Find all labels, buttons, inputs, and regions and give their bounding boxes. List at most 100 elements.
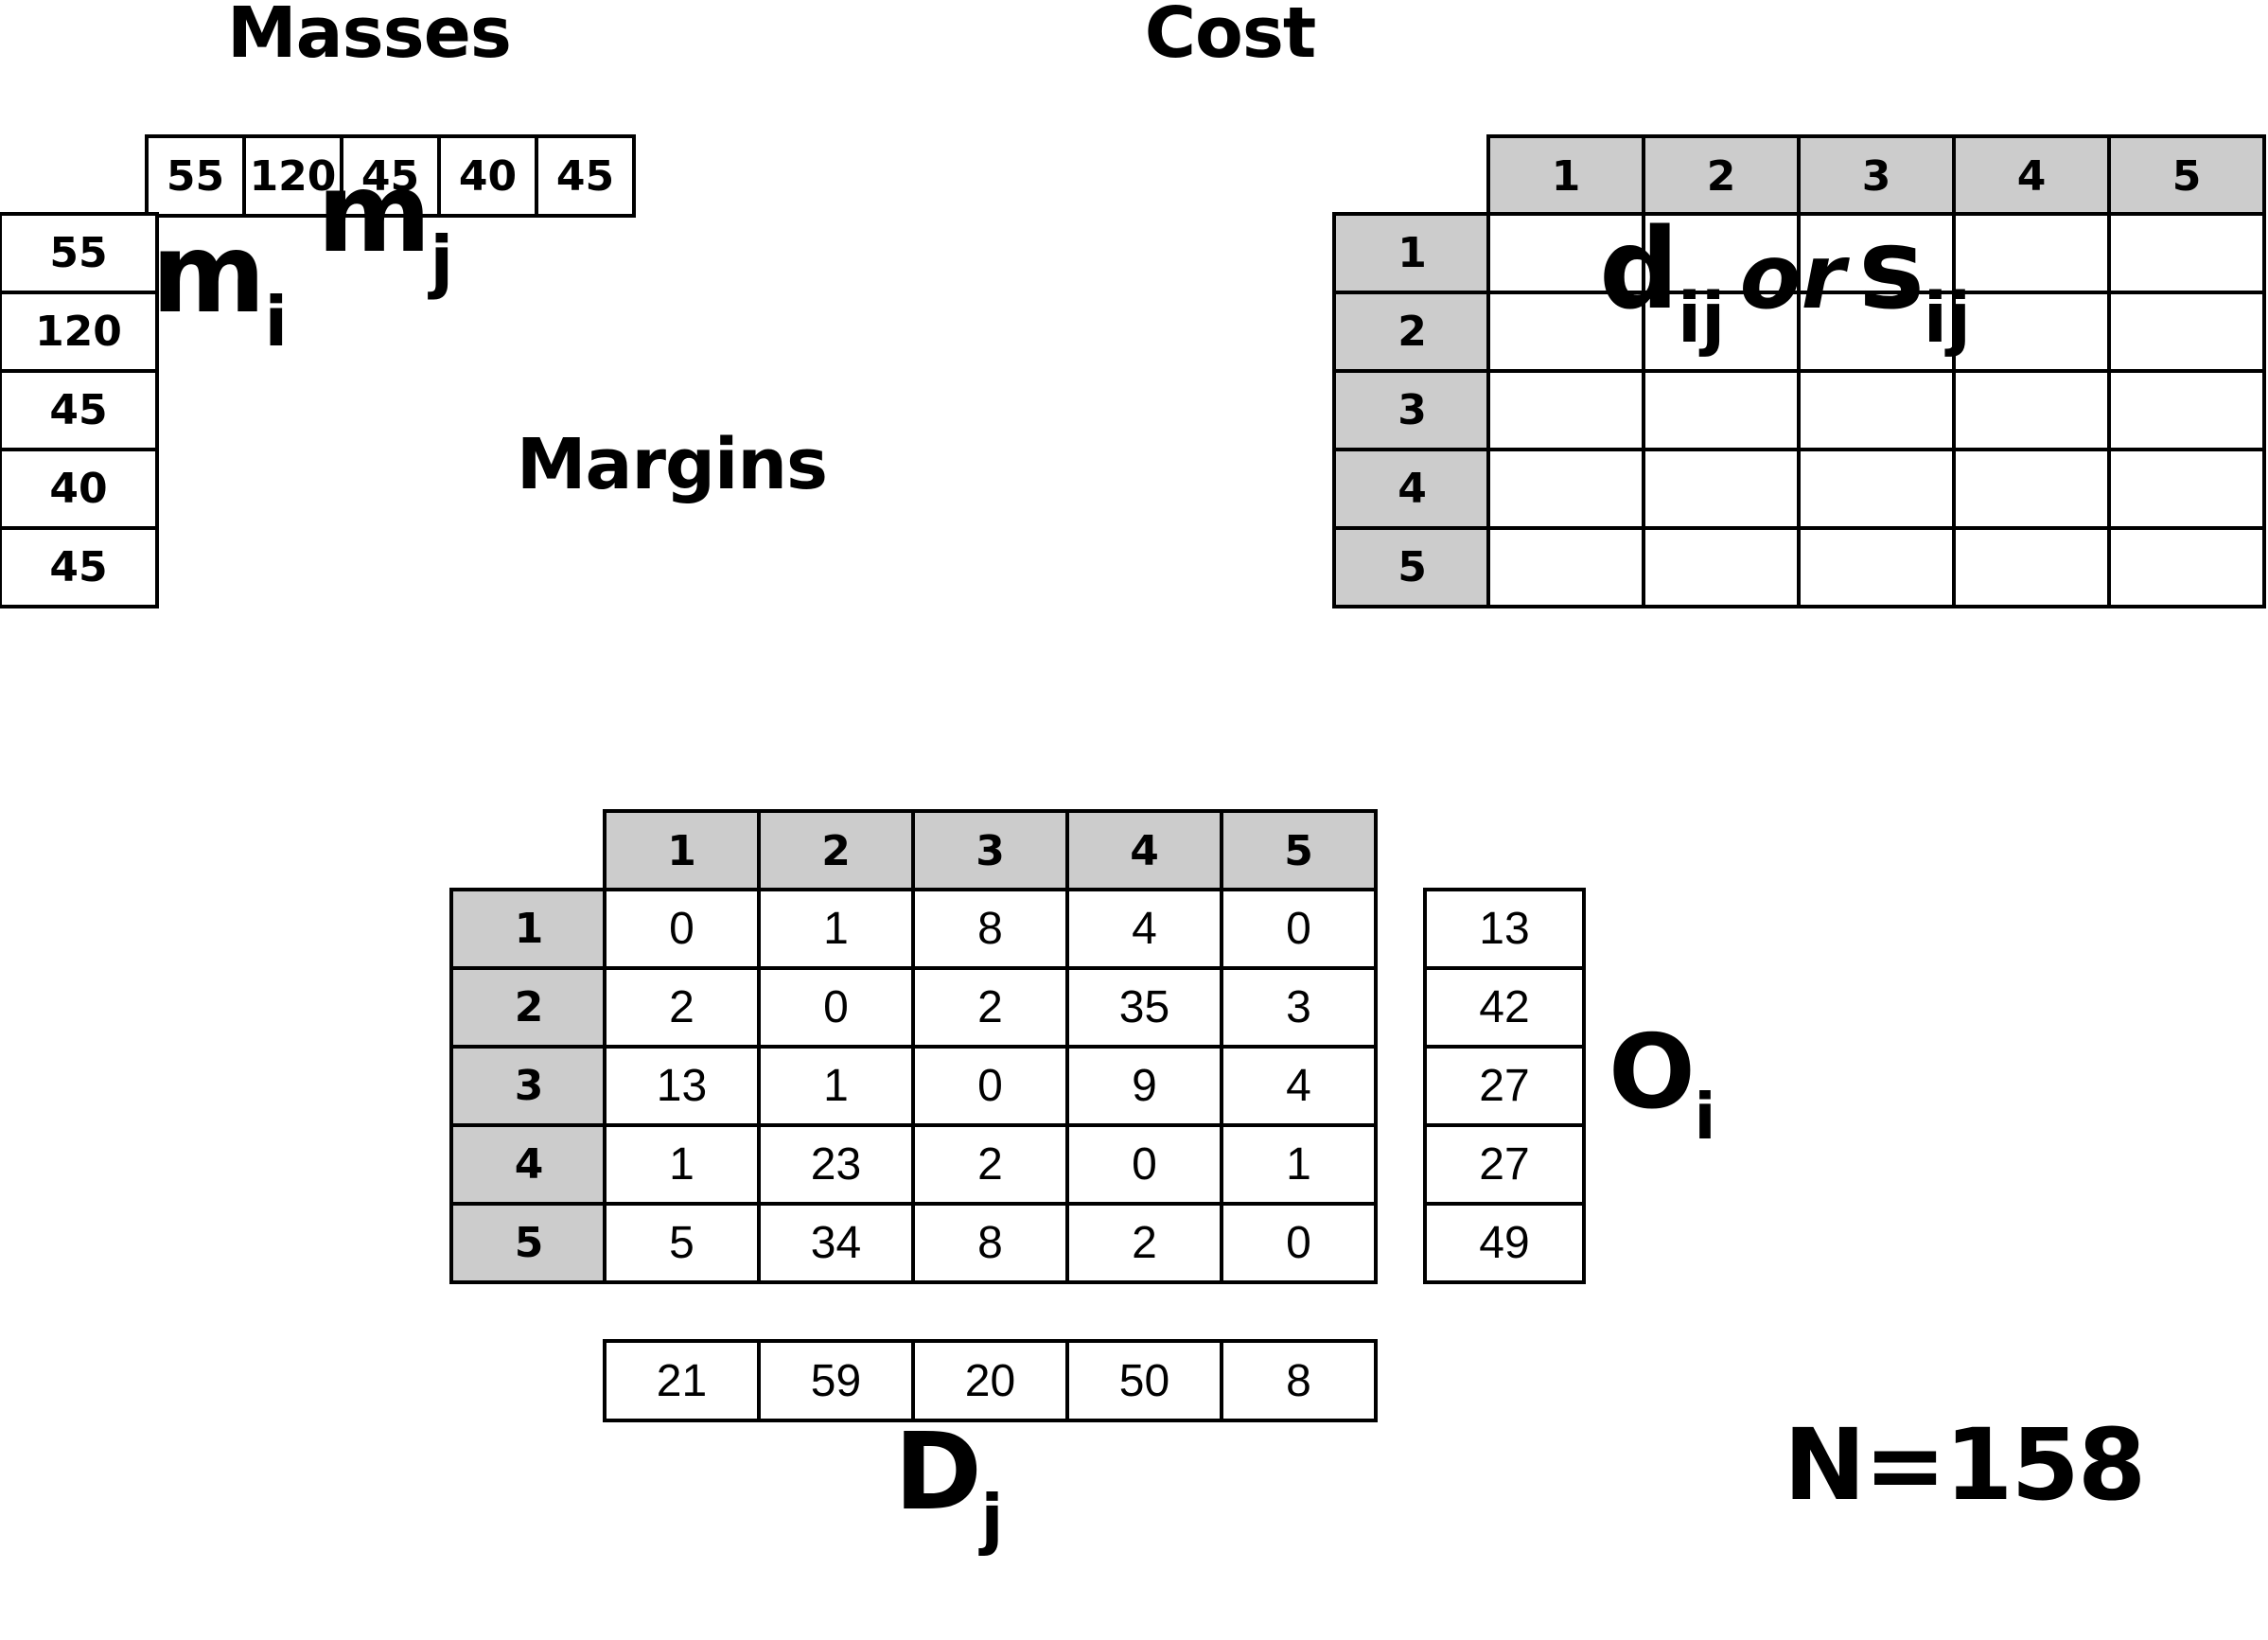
margins-body-cell: 0 [911,1045,1069,1127]
cost-column-header-cell: 5 [2107,134,2266,218]
masses-column-cell: 55 [145,134,246,218]
margins-column-header-cell: 5 [1220,809,1378,893]
cost-column-header-cell: 4 [1952,134,2111,218]
margins-body-cell: 34 [757,1202,915,1284]
margins-body-cell: 0 [603,888,761,970]
margins-row-header-cell: 3 [449,1045,608,1127]
margins-column-header-cell: 2 [757,809,915,893]
margins-body-cell: 9 [1065,1045,1223,1127]
masses-row-cell: 45 [0,526,159,608]
cost-body-cell [2107,291,2266,373]
margins-body-cell: 8 [911,1202,1069,1284]
margins-body-cell: 0 [1220,1202,1378,1284]
margins-body-cell: 0 [1065,1123,1223,1206]
margins-row-total-cell: 42 [1423,966,1586,1049]
cost-body-cell [1952,526,2111,608]
margins-body-cell: 4 [1065,888,1223,970]
masses-title: Masses [227,0,512,74]
cost-body-cell [1486,526,1645,608]
margins-column-header-cell: 3 [911,809,1069,893]
margins-body-cell: 23 [757,1123,915,1206]
cost-body-cell [1486,212,1645,294]
cost-title: Cost [1144,0,1317,74]
masses-row-cell: 120 [0,291,159,373]
margins-body-cell: 2 [603,966,761,1049]
margins-row-header-cell: 2 [449,966,608,1049]
margins-row-totals-label: Oi [1609,1014,1716,1155]
margins-column-total-cell: 8 [1220,1339,1378,1422]
margins-body-cell: 8 [911,888,1069,970]
margins-row-header-cell: 5 [449,1202,608,1284]
margins-body-cell: 4 [1220,1045,1378,1127]
margins-body-cell: 0 [1220,888,1378,970]
cost-body-cell [1952,291,2111,373]
margins-column-total-cell: 21 [603,1339,761,1422]
cost-body-cell [1797,369,1956,451]
margins-body-cell: 13 [603,1045,761,1127]
cost-row-header-cell: 3 [1332,369,1492,451]
margins-body-cell: 2 [1065,1202,1223,1284]
cost-body-grid [1486,212,2266,608]
margins-title: Margins [516,424,828,505]
margins-body-cell: 1 [1220,1123,1378,1206]
masses-row-cell: 45 [0,369,159,451]
margins-body-cell: 1 [757,888,915,970]
cost-body-cell [2107,526,2266,608]
cost-row-header-cell: 4 [1332,448,1492,530]
cost-body-cell [2107,369,2266,451]
margins-body-cell: 3 [1220,966,1378,1049]
margins-body-cell: 1 [603,1123,761,1206]
masses-column-cell: 45 [535,134,636,218]
cost-body-cell [2107,212,2266,294]
masses-row-cell: 40 [0,448,159,530]
cost-body-cell [1486,448,1645,530]
margins-body-cell: 1 [757,1045,915,1127]
margins-column-header-cell: 1 [603,809,761,893]
cost-body-cell [2107,448,2266,530]
margins-row-total-cell: 49 [1423,1202,1586,1284]
margins-row-total-cell: 13 [1423,888,1586,970]
cost-row-header-cell: 5 [1332,526,1492,608]
margins-body-cell: 2 [911,1123,1069,1206]
margins-body-cell: 0 [757,966,915,1049]
grand-total-label: N=158 [1784,1407,2146,1523]
margins-body-cell: 5 [603,1202,761,1284]
masses-column-cell: 120 [242,134,343,218]
cost-body-cell [1642,369,1801,451]
masses-column-cell: 40 [437,134,538,218]
cost-column-header-cell: 2 [1642,134,1801,218]
cost-body-cell [1952,212,2111,294]
masses-row-label: mi [151,210,289,362]
cost-body-cell [1797,448,1956,530]
margins-body-cell: 2 [911,966,1069,1049]
margins-column-total-cell: 59 [757,1339,915,1422]
masses-row-cell: 55 [0,212,159,294]
cost-body-cell [1642,212,1801,294]
margins-column-total-cell: 50 [1065,1339,1223,1422]
margins-body-cell: 35 [1065,966,1223,1049]
cost-column-header-cell: 1 [1486,134,1645,218]
masses-column-label: mj [317,150,454,301]
margins-row-total-cell: 27 [1423,1045,1586,1127]
cost-body-cell [1642,448,1801,530]
margins-column-totals-label: Dj [894,1411,1004,1558]
cost-body-cell [1952,448,2111,530]
margins-column-header-cell: 4 [1065,809,1223,893]
cost-row-header-cell: 2 [1332,291,1492,373]
margins-row-header-cell: 4 [449,1123,608,1206]
margins-column-total-cell: 20 [911,1339,1069,1422]
cost-body-cell [1952,369,2111,451]
cost-body-cell [1642,526,1801,608]
cost-column-header-cell: 3 [1797,134,1956,218]
